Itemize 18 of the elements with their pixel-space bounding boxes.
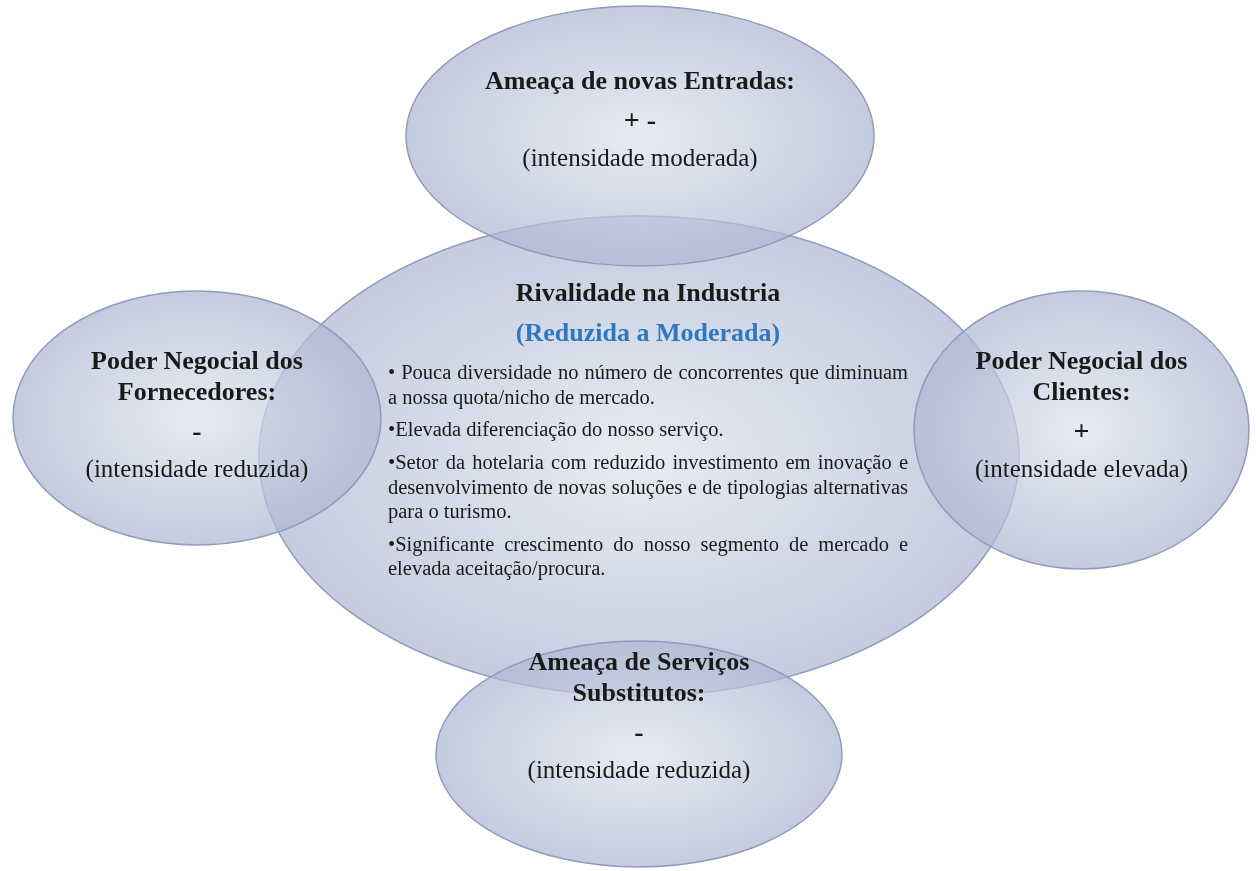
heading: Poder Negocial dos Clientes: xyxy=(974,345,1189,408)
heading: Poder Negocial dos Fornecedores: xyxy=(90,345,304,408)
rating-sign: - xyxy=(192,415,202,448)
intensity-note: (intensidade reduzida) xyxy=(85,454,309,485)
heading: Rivalidade na Industria xyxy=(515,277,781,309)
bullet-point: •Significante crescimento do nosso segmento de mercado e elevada aceitação/procura. xyxy=(388,531,908,581)
rating-sign: + xyxy=(1073,415,1090,448)
intensity-note: (intensidade elevada) xyxy=(974,454,1189,485)
heading: Ameaça de Serviços Substitutos: xyxy=(527,646,751,709)
intensity-note: (intensidade reduzida) xyxy=(527,755,751,786)
heading: Ameaça de novas Entradas: xyxy=(485,65,795,97)
rating-sign: - xyxy=(634,716,644,749)
rating-sign: + - xyxy=(623,104,657,137)
intensity-note: (intensidade moderada) xyxy=(522,143,758,174)
subheading: (Reduzida a Moderada) xyxy=(515,318,781,349)
bullet-point: • Pouca diversidade no número de concorrentes que diminuam a nossa quota/nicho de mercado. xyxy=(388,360,908,410)
bullet-point: •Setor da hotelaria com reduzido investimento em inovação e desenvolvimento de novas soluções e de tipologias alternativas para o turismo. xyxy=(388,449,908,524)
bullet-point: •Elevada diferenciação do nosso serviço. xyxy=(388,417,725,442)
